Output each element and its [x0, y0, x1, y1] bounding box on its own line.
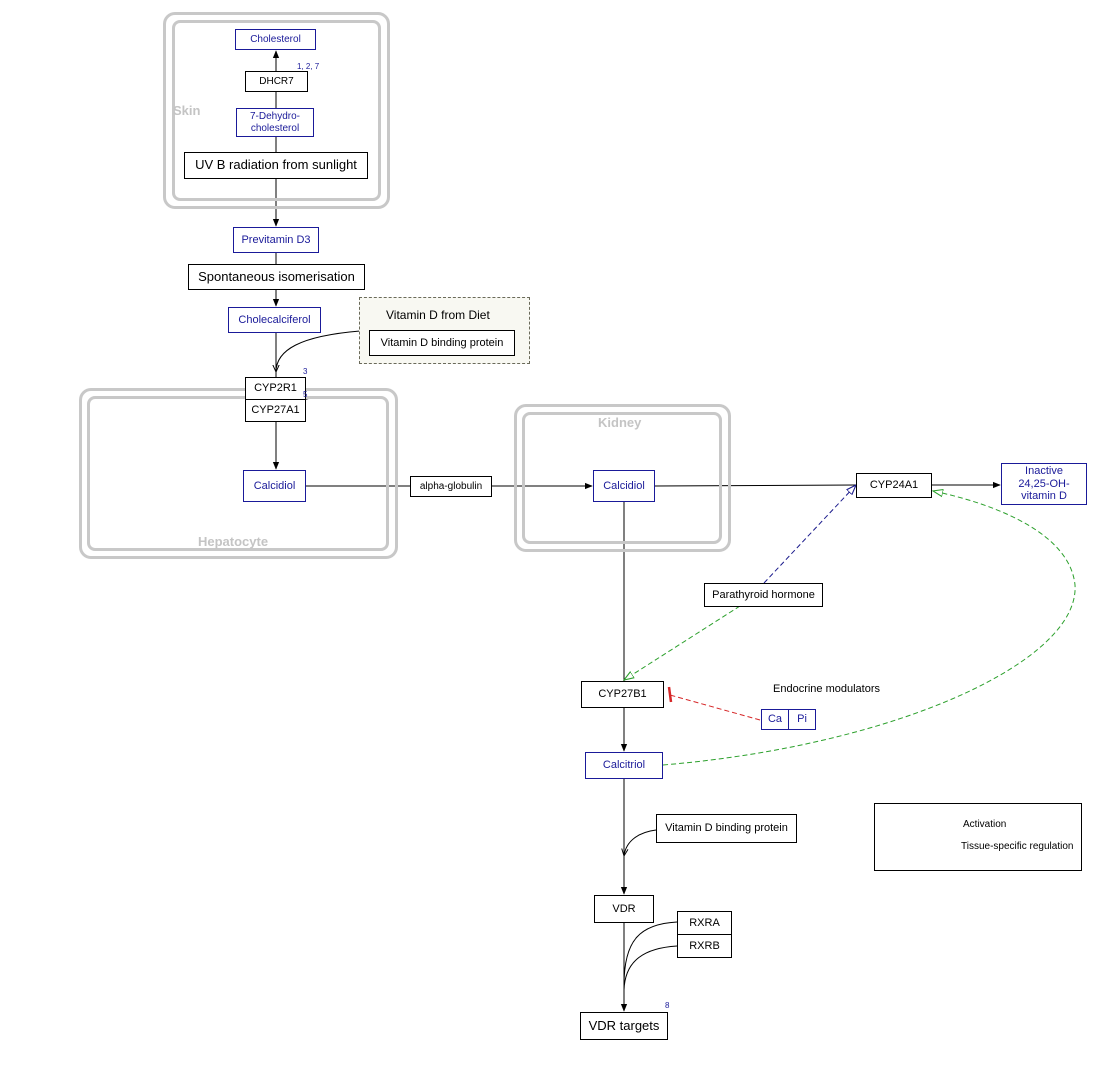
node-calcidiol-liver[interactable]: Calcidiol — [243, 470, 306, 502]
compartment-kidney-outer — [514, 404, 731, 552]
node-cyp24a1[interactable]: CYP24A1 — [856, 473, 932, 498]
node-rxrb[interactable]: RXRB — [677, 934, 732, 958]
node-cyp2r1[interactable]: CYP2R1 — [245, 377, 306, 400]
node-spontaneous-isomerisation[interactable]: Spontaneous isomerisation — [188, 264, 365, 290]
node-cholesterol[interactable]: Cholesterol — [235, 29, 316, 50]
node-previtamin-d3[interactable]: Previtamin D3 — [233, 227, 319, 253]
compartment-skin-outer — [163, 12, 390, 209]
endocrine-modulators-label: Endocrine modulators — [773, 683, 881, 695]
node-inactive-vitamin-d[interactable]: Inactive 24,25-OH- vitamin D — [1001, 463, 1087, 505]
compartment-skin-label: Skin — [173, 103, 201, 118]
compartment-hepatocyte-outer — [79, 388, 398, 559]
edge-pth-to-cyp27b1 — [624, 605, 741, 680]
node-vdbp-diet[interactable]: Vitamin D binding protein — [369, 330, 515, 356]
node-rxra[interactable]: RXRA — [677, 911, 732, 935]
edge-blood-vdbp-curve — [624, 829, 657, 856]
legend-activation-label: Activation — [963, 819, 1007, 830]
compartment-kidney-label: Kidney — [598, 415, 642, 430]
node-pi[interactable]: Pi — [788, 709, 816, 730]
legend-box — [874, 803, 1082, 871]
node-calcitriol[interactable]: Calcitriol — [585, 752, 663, 779]
compartment-hepatocyte-label: Hepatocyte — [198, 534, 269, 549]
pathway-edges — [276, 50, 1001, 1012]
edge-rxrb-curve — [623, 945, 678, 991]
node-7-dehydrocholesterol[interactable]: 7-Dehydro- cholesterol — [236, 108, 314, 137]
node-parathyroid-hormone[interactable]: Parathyroid hormone — [704, 583, 823, 607]
node-cholecalciferol[interactable]: Cholecalciferol — [228, 307, 321, 333]
ref-cyp27a1: 5 — [303, 390, 308, 399]
ref-cyp2r1: 3 — [303, 367, 308, 376]
edge-calcidiol-to-cyp24a1 — [654, 484, 857, 487]
edge-calcitriol-to-cyp24a1 — [662, 491, 1076, 766]
diet-group-label: Vitamin D from Diet — [386, 308, 490, 322]
node-dhcr7[interactable]: DHCR7 — [245, 71, 308, 92]
compartment-hepatocyte-inner — [87, 396, 389, 551]
edge-rxra-curve — [623, 921, 678, 986]
ref-dhcr7: 1, 2, 7 — [297, 62, 320, 71]
node-cyp27b1[interactable]: CYP27B1 — [581, 681, 664, 708]
ref-vdr-targets: 8 — [665, 1001, 670, 1010]
edge-pth-to-cyp24a1 — [763, 485, 856, 584]
inhibition-bar-icon — [667, 686, 673, 703]
node-calcidiol-kidney[interactable]: Calcidiol — [593, 470, 655, 502]
node-ca[interactable]: Ca — [761, 709, 789, 730]
legend-tissue-label: Tissue-specific regulation — [961, 841, 1074, 852]
node-cyp27a1[interactable]: CYP27A1 — [245, 399, 306, 422]
compartment-kidney-inner — [522, 412, 722, 544]
node-alpha-globulin[interactable]: alpha-globulin — [410, 476, 492, 497]
node-vdr-targets[interactable]: VDR targets — [580, 1012, 668, 1040]
node-uvb-radiation[interactable]: UV B radiation from sunlight — [184, 152, 368, 179]
edge-diet-vdbp-curve — [276, 330, 361, 372]
edge-capi-inhibits-cyp27b1 — [669, 694, 761, 721]
node-vdr[interactable]: VDR — [594, 895, 654, 923]
node-vdbp-blood[interactable]: Vitamin D binding protein — [656, 814, 797, 843]
compartment-skin-inner — [172, 20, 381, 201]
